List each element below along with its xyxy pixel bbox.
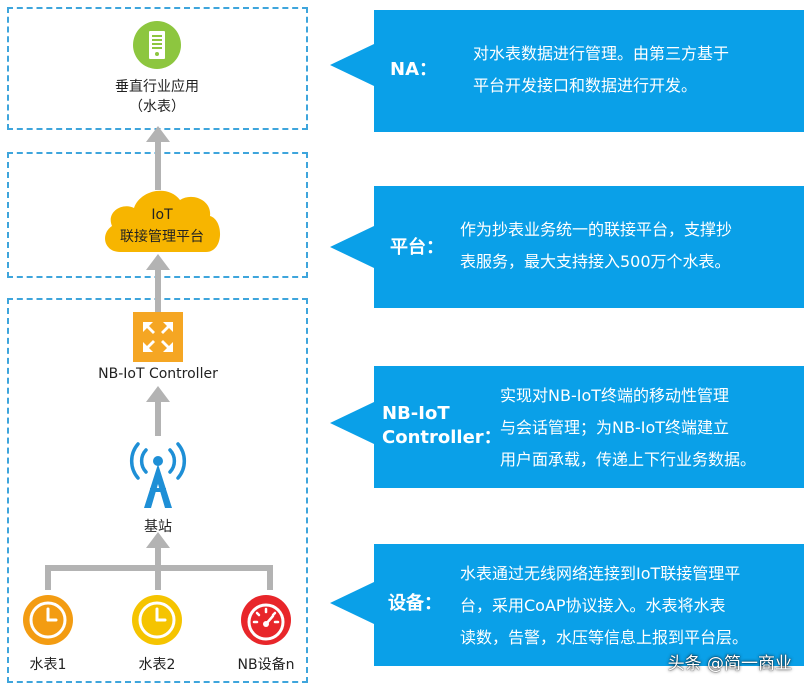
callout-platform-text-line2: 表服务，最大支持接入500万个水表。 — [460, 252, 731, 271]
water-meter-clock-icon — [23, 595, 73, 645]
callout-controller-title-line1: NB-IoT — [382, 403, 450, 424]
callout-na: NA： 对水表数据进行管理。由第三方基于 平台开发接口和数据进行开发。 — [330, 10, 804, 132]
cloud-label-line2: 联接管理平台 — [120, 229, 204, 245]
callout-device-text-line1: 水表通过无线网络连接到IoT联接管理平 — [460, 564, 741, 583]
app-label-line2: （水表） — [129, 99, 185, 115]
callout-platform: 平台： 作为抄表业务统一的联接平台，支撑抄 表服务，最大支持接入500万个水表。 — [330, 186, 804, 308]
callout-controller: NB-IoT Controller： 实现对NB-IoT终端的移动性管理 与会话… — [330, 366, 804, 488]
base-station-label: 基站 — [144, 519, 172, 535]
callout-controller-title-line2: Controller： — [382, 427, 502, 448]
device-connector-arrows — [45, 532, 273, 590]
server-app-icon — [133, 21, 181, 69]
callout-na-title: NA： — [390, 59, 437, 80]
architecture-diagram: 垂直行业应用 （水表） IoT 联接管理平台 NB-IoT Controller — [0, 0, 318, 688]
meter2-label: 水表2 — [138, 657, 176, 673]
callout-controller-text-line3: 用户面承载，传递上下行业务数据。 — [500, 450, 757, 469]
controller-switch-icon — [133, 312, 183, 362]
watermark: 头条 @简一商业 — [667, 654, 792, 674]
callout-platform-title: 平台： — [390, 237, 444, 258]
callout-controller-text-line1: 实现对NB-IoT终端的移动性管理 — [500, 386, 730, 405]
water-meter-clock-icon — [132, 595, 182, 645]
arrow-up-2 — [146, 254, 170, 312]
device-n-label: NB设备n — [237, 657, 295, 673]
callout-controller-text-line2: 与会话管理；为NB-IoT终端建立 — [500, 418, 730, 437]
cloud-platform-icon — [105, 190, 221, 252]
cloud-label-line1: IoT — [151, 207, 173, 223]
callout-device-text-line2: 台，采用CoAP协议接入。水表将水表 — [460, 596, 726, 615]
meter1-label: 水表1 — [29, 657, 67, 673]
controller-label: NB-IoT Controller — [98, 366, 218, 382]
app-label-line1: 垂直行业应用 — [115, 79, 199, 95]
arrow-up-3 — [146, 386, 170, 436]
callout-device: 设备： 水表通过无线网络连接到IoT联接管理平 台，采用CoAP协议接入。水表将… — [330, 544, 804, 666]
base-station-tower-icon — [130, 442, 186, 508]
callout-na-text-line2: 平台开发接口和数据进行开发。 — [473, 76, 698, 95]
callout-platform-text-line1: 作为抄表业务统一的联接平台，支撑抄 — [460, 220, 733, 239]
callout-device-title: 设备： — [388, 593, 442, 614]
gauge-icon — [241, 595, 291, 645]
arrow-up-1 — [146, 126, 170, 190]
callout-device-text-line3: 读数，告警，水压等信息上报到平台层。 — [460, 628, 749, 647]
callout-na-text-line1: 对水表数据进行管理。由第三方基于 — [473, 44, 730, 63]
